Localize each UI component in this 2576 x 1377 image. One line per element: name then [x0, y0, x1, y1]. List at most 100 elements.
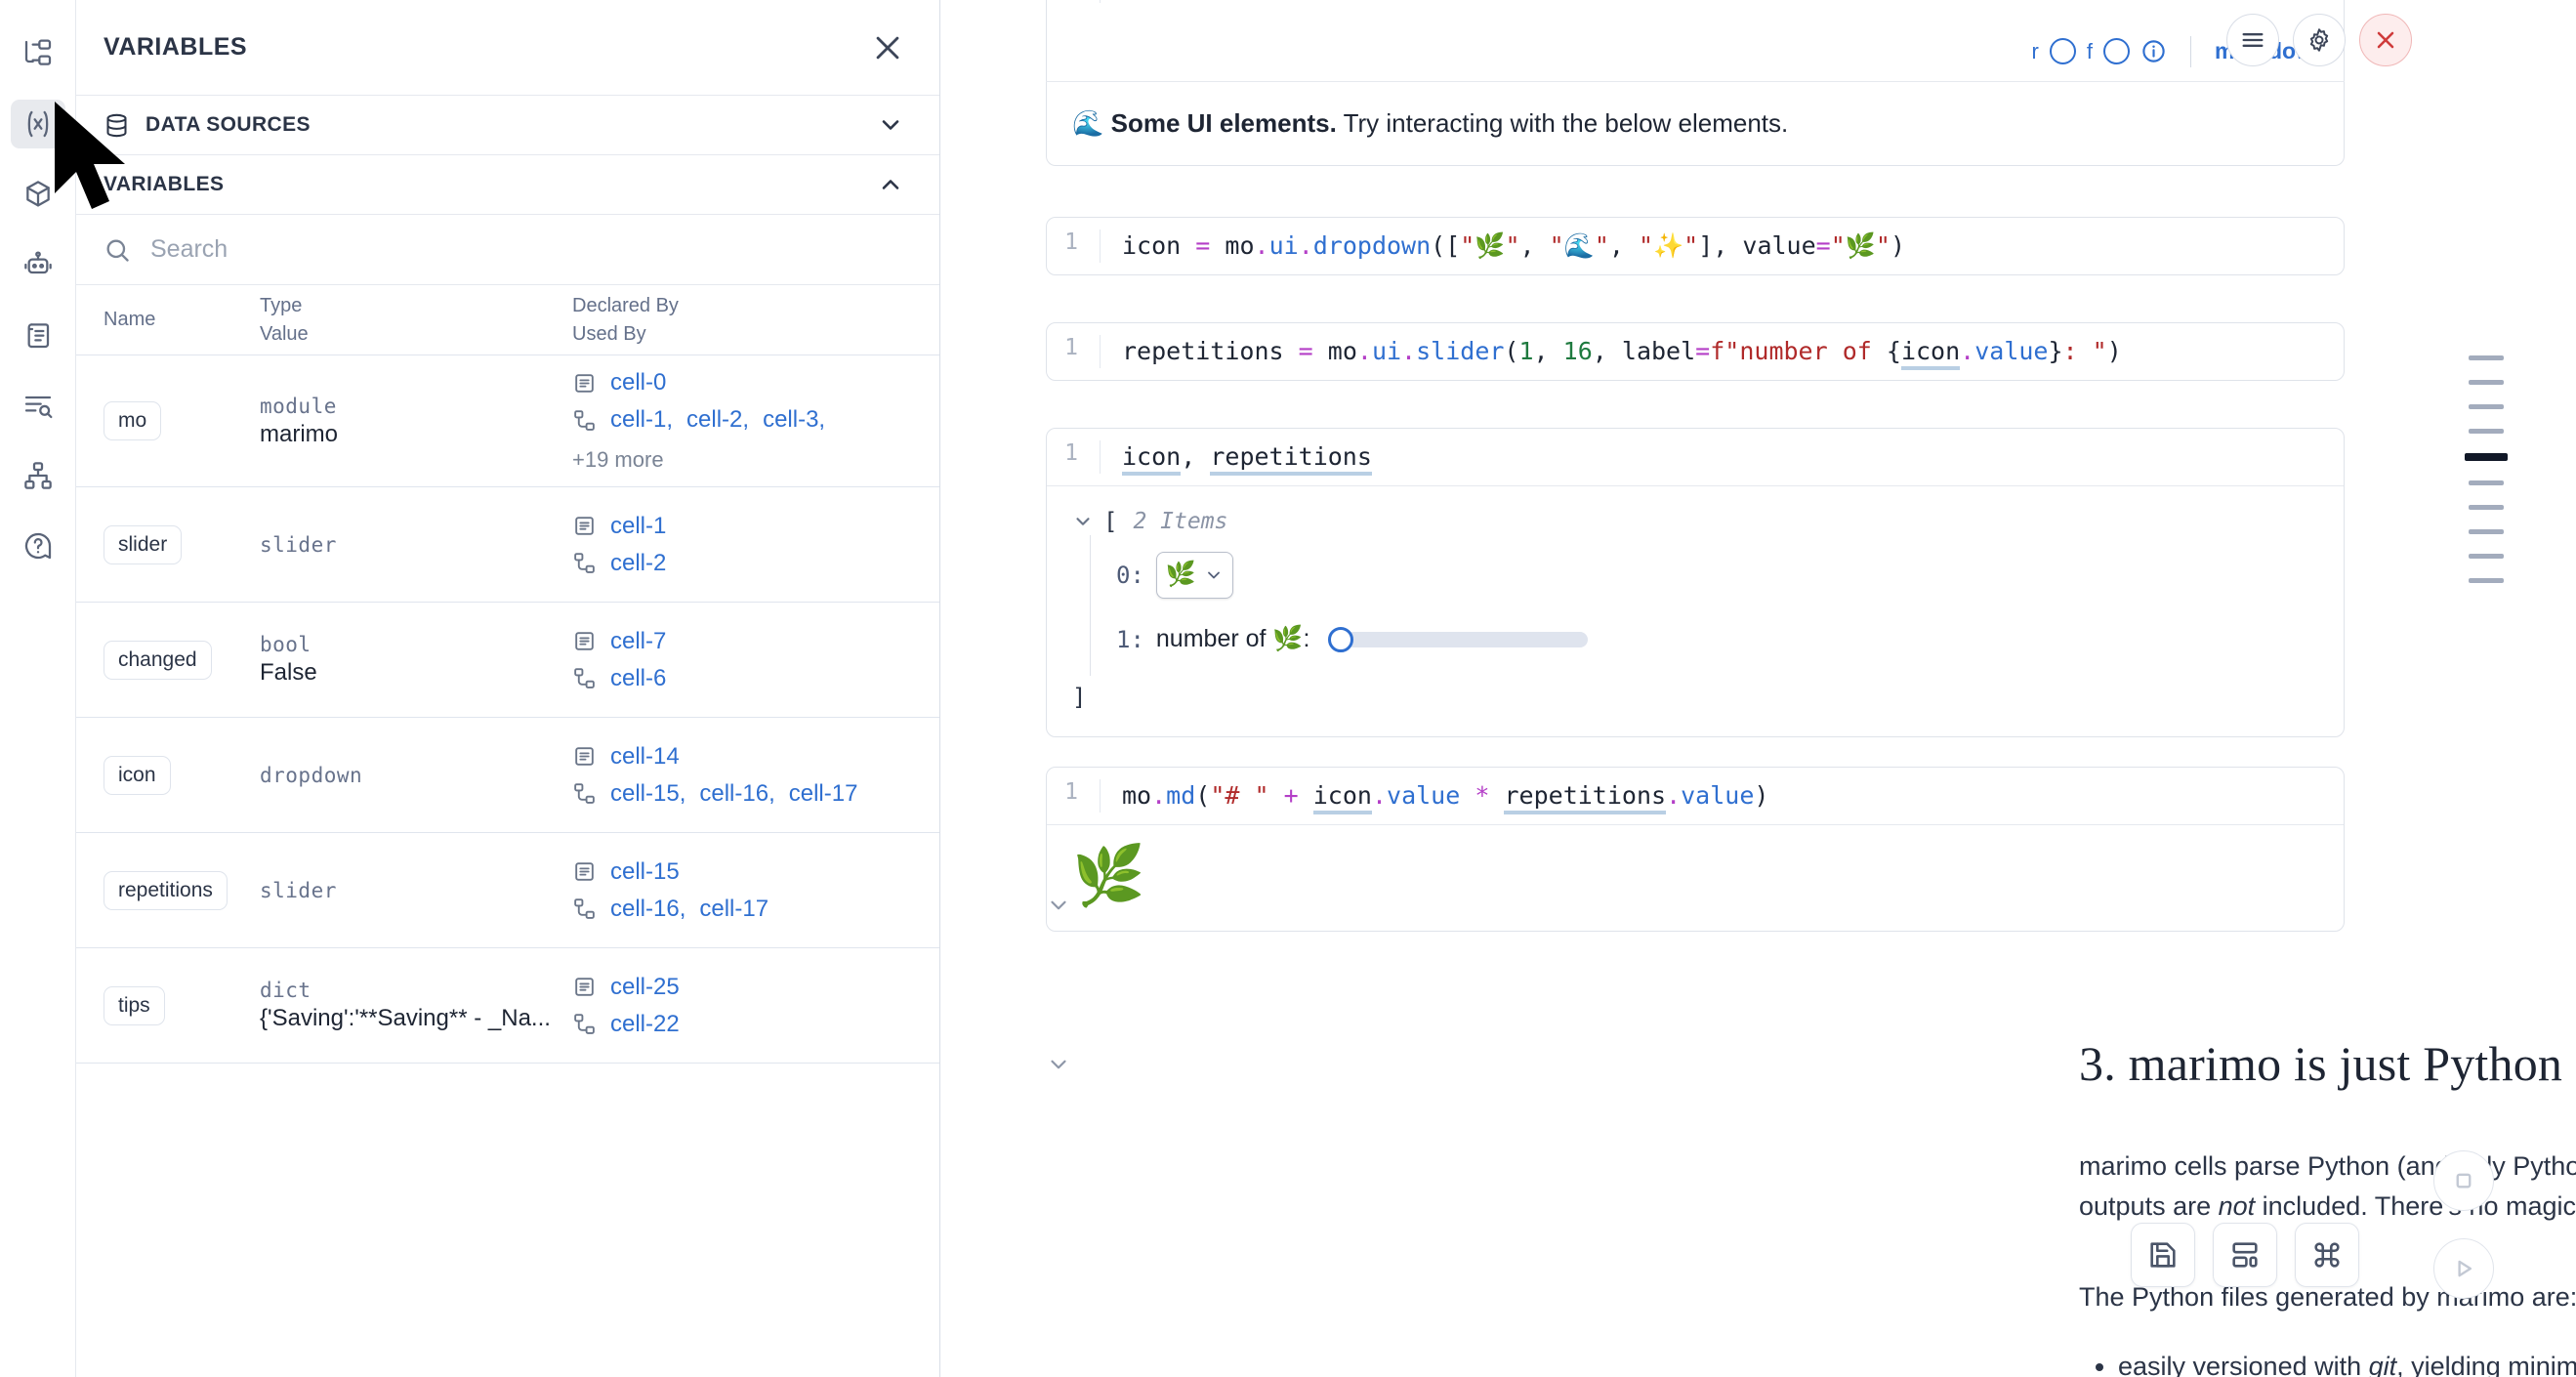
cell-link[interactable]: cell-3,: [763, 406, 826, 433]
code-cell-display[interactable]: 1 icon, repetitions [ 2 Items 0: 🌿: [1046, 428, 2345, 737]
declared-by-line: cell-14: [572, 743, 926, 771]
variable-name-cell: changed: [104, 640, 260, 680]
cell-link[interactable]: cell-6: [610, 664, 667, 691]
save-icon[interactable]: [2131, 1223, 2195, 1287]
variables-panel: VARIABLES DATA SOURCES VARIABLES: [76, 0, 940, 1377]
file-tree-icon[interactable]: [11, 29, 65, 78]
command-icon[interactable]: [2295, 1223, 2359, 1287]
fold-caret-md-cell[interactable]: [1046, 893, 1071, 918]
variable-cells-cell: cell-7 cell-6: [572, 628, 939, 692]
chevron-down-icon[interactable]: [877, 111, 904, 139]
section-data-sources[interactable]: DATA SOURCES: [76, 96, 939, 155]
used-by-line: cell-2: [572, 550, 926, 577]
dropdown-input[interactable]: 🌿: [1155, 551, 1234, 599]
minimap-bar[interactable]: [2469, 380, 2504, 385]
variable-type-cell: slider: [260, 879, 572, 902]
slider-handle[interactable]: [1327, 626, 1353, 652]
line-number: 1: [1064, 440, 1078, 466]
toggle-f-switch[interactable]: [2102, 38, 2130, 64]
section-variables[interactable]: VARIABLES: [76, 155, 939, 215]
cell-link[interactable]: cell-22: [610, 1010, 680, 1037]
code-text[interactable]: "**🌊 Some UI elements.** Try interacting…: [1100, 0, 2344, 3]
variable-name-badge[interactable]: mo: [104, 401, 162, 440]
hamburger-menu-icon[interactable]: [2226, 14, 2279, 66]
used-by-line: cell-1, cell-2, cell-3, +19 more: [572, 406, 926, 473]
fold-caret-section[interactable]: [1046, 1052, 1071, 1077]
code-text[interactable]: icon = mo.ui.dropdown(["🌿", "🌊", "✨"], v…: [1100, 230, 2344, 263]
minimap-bar[interactable]: [2469, 554, 2504, 559]
cell-output-heading: 🌿: [1047, 823, 2344, 931]
chevron-down-icon[interactable]: [1072, 511, 1094, 532]
cell-link[interactable]: cell-0: [610, 369, 667, 396]
markdown-rest-text: Try interacting with the below elements.: [1336, 108, 1789, 138]
cell-link[interactable]: cell-17: [699, 895, 769, 922]
cell-link[interactable]: cell-15: [610, 857, 680, 885]
cell-link[interactable]: cell-1: [610, 512, 667, 539]
code-cell-markdown-render[interactable]: 1 mo.md("# " + icon.value * repetitions.…: [1046, 767, 2345, 932]
variable-name-badge[interactable]: changed: [104, 640, 212, 680]
cell-link[interactable]: cell-16,: [610, 895, 686, 922]
code-cell-dropdown[interactable]: 1 icon = mo.ui.dropdown(["🌿", "🌊", "✨"],…: [1046, 217, 2345, 275]
dependency-graph-icon[interactable]: [11, 451, 65, 500]
documentation-icon[interactable]: [11, 311, 65, 359]
code-text[interactable]: mo.md("# " + icon.value * repetitions.va…: [1100, 779, 2344, 814]
variable-name-badge[interactable]: tips: [104, 985, 165, 1025]
chat-bot-icon[interactable]: [11, 240, 65, 289]
column-header-declared-by: Declared By: [572, 294, 679, 316]
chevron-up-icon[interactable]: [877, 171, 904, 198]
minimap[interactable]: [2465, 355, 2508, 583]
minimap-bar[interactable]: [2469, 578, 2504, 583]
stop-square-icon[interactable]: [2433, 1150, 2494, 1211]
minimap-bar[interactable]: [2469, 529, 2504, 534]
code-text[interactable]: icon, repetitions: [1100, 440, 2344, 476]
gear-icon[interactable]: [2293, 14, 2346, 66]
variables-icon[interactable]: [10, 100, 65, 148]
slider-track[interactable]: [1345, 631, 1588, 647]
variable-name-badge[interactable]: repetitions: [104, 870, 228, 910]
more-cells-label[interactable]: +19 more: [572, 447, 664, 472]
code-cell-slider[interactable]: 1 repetitions = mo.ui.slider(1, 16, labe…: [1046, 322, 2345, 381]
variable-name-badge[interactable]: icon: [104, 755, 171, 795]
dropdown-value: 🌿: [1165, 561, 1197, 589]
close-icon[interactable]: [2359, 14, 2412, 66]
cell-link[interactable]: cell-1,: [610, 406, 674, 433]
cell-link[interactable]: cell-2,: [686, 406, 750, 433]
minimap-bar[interactable]: [2469, 404, 2504, 409]
cell-link[interactable]: cell-2: [610, 549, 667, 576]
variable-cells-cell: cell-0 cell-1, cell-2, cell-3, +19 more: [572, 369, 939, 473]
cell-link[interactable]: cell-14: [610, 742, 680, 770]
list-viewer-header[interactable]: [ 2 Items: [1072, 508, 2318, 535]
layout-icon[interactable]: [2213, 1223, 2277, 1287]
help-icon[interactable]: [11, 522, 65, 570]
variable-type: dropdown: [260, 763, 363, 787]
cell-link[interactable]: cell-16,: [699, 779, 775, 807]
usage-icon: [572, 1012, 597, 1036]
minimap-bar[interactable]: [2469, 429, 2504, 434]
toggle-r-switch[interactable]: [2049, 38, 2076, 64]
slider-label: number of 🌿:: [1155, 625, 1310, 653]
minimap-bar[interactable]: [2469, 355, 2504, 360]
variable-name-badge[interactable]: slider: [104, 524, 183, 564]
close-icon[interactable]: [871, 31, 904, 64]
usage-icon: [572, 897, 597, 921]
code-text[interactable]: repetitions = mo.ui.slider(1, 16, label=…: [1100, 335, 2344, 370]
toggle-r-label: r: [2031, 38, 2039, 63]
list-item: 0: 🌿: [1116, 549, 2318, 602]
info-icon[interactable]: [2140, 38, 2167, 64]
minimap-bar[interactable]: [2469, 480, 2504, 485]
minimap-bar[interactable]: [2465, 453, 2508, 461]
toolbar-divider: [2189, 35, 2191, 67]
cell-link[interactable]: cell-25: [610, 973, 680, 1000]
packages-icon[interactable]: [11, 170, 65, 219]
cell-link[interactable]: cell-15,: [610, 779, 686, 807]
cell-link[interactable]: cell-7: [610, 627, 667, 654]
used-by-line: cell-15, cell-16, cell-17: [572, 780, 926, 808]
minimap-bar[interactable]: [2469, 505, 2504, 510]
outline-search-icon[interactable]: [11, 381, 65, 430]
cell-link[interactable]: cell-17: [788, 779, 858, 807]
slider-input[interactable]: [1327, 626, 1588, 652]
search-input[interactable]: [150, 235, 912, 264]
play-icon[interactable]: [2433, 1238, 2494, 1299]
